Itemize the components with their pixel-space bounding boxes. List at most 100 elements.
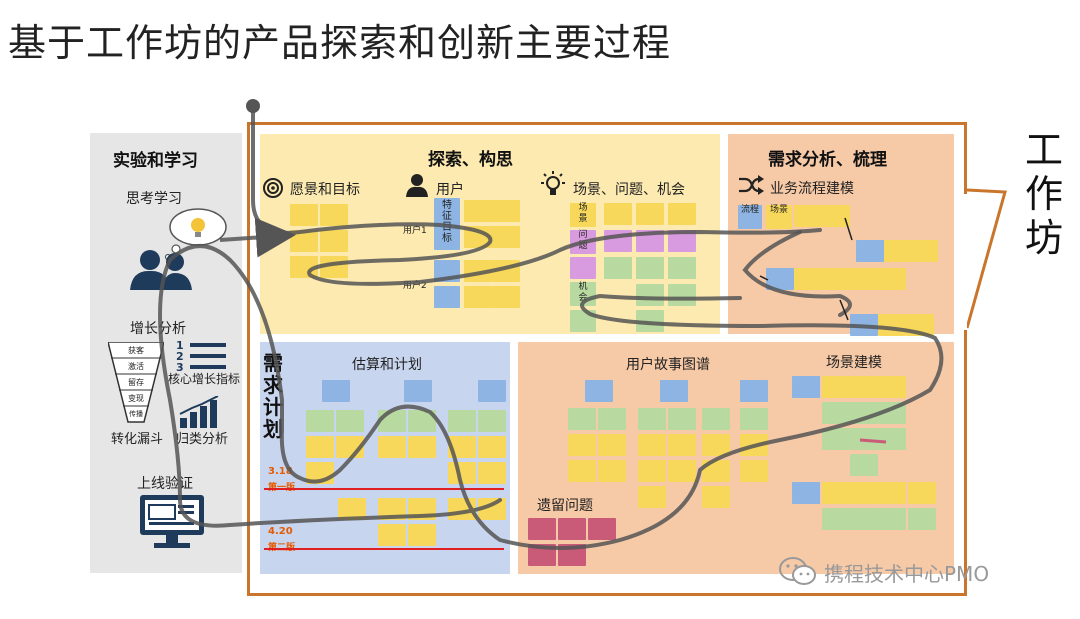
workshop-callout <box>955 188 1007 330</box>
funnel-stage: 激活 <box>128 362 144 371</box>
flow-model-label: 业务流程建模 <box>770 181 854 197</box>
sticky-note <box>478 380 506 402</box>
sticky-note <box>668 257 696 279</box>
numbered-list-icon: 1 2 3 <box>176 339 226 372</box>
sticky-note <box>878 508 906 530</box>
sticky-note <box>822 508 850 530</box>
legacy-note <box>588 518 616 540</box>
sticky-note <box>306 410 334 432</box>
release2-date: 4.20 <box>268 526 293 537</box>
sticky-note <box>850 268 878 290</box>
sticky-note <box>448 462 476 484</box>
vision-label: 愿景和目标 <box>290 182 360 198</box>
sticky-note <box>878 482 906 504</box>
sticky-note <box>638 434 666 456</box>
scene-model-label: 场景建模 <box>826 355 882 371</box>
sticky-note <box>878 428 906 450</box>
sticky-note <box>492 200 520 222</box>
sticky-note <box>740 408 768 430</box>
sticky-note <box>598 460 626 482</box>
scenario-label: 场景、问题、机会 <box>573 182 685 198</box>
svg-text:2: 2 <box>176 350 184 363</box>
scene-note <box>570 203 596 227</box>
sticky-note <box>822 376 850 398</box>
sticky-note <box>408 410 436 432</box>
sticky-note <box>702 434 730 456</box>
sticky-note <box>568 434 596 456</box>
sticky-note <box>322 380 350 402</box>
sticky-note <box>668 460 696 482</box>
sticky-note <box>492 226 520 248</box>
attribution-label: 归类分析 <box>176 432 229 447</box>
user-icon <box>406 174 428 197</box>
sticky-note <box>568 460 596 482</box>
sticky-note <box>850 508 878 530</box>
sticky-note <box>822 482 850 504</box>
sticky-note <box>568 408 596 430</box>
sticky-note <box>856 240 884 262</box>
problem-note-text: 问题 <box>578 230 588 251</box>
funnel-icon <box>108 342 164 423</box>
sticky-note <box>408 436 436 458</box>
sticky-note <box>792 482 820 504</box>
sticky-note <box>884 240 912 262</box>
sticky-note <box>570 257 596 279</box>
sticky-note <box>290 204 318 226</box>
flow-note <box>738 205 762 229</box>
estimate-label: 估算和计划 <box>352 357 422 373</box>
funnel-stage: 传播 <box>129 410 143 418</box>
sticky-note <box>585 380 613 402</box>
story-map-label: 用户故事图谱 <box>626 357 710 373</box>
chance-note-text: 机会 <box>578 282 588 303</box>
sticky-note <box>878 268 906 290</box>
sticky-note <box>478 498 506 520</box>
monitor-icon <box>140 495 204 548</box>
funnel-stage: 变现 <box>128 394 144 403</box>
target-icon <box>263 178 283 198</box>
sticky-note <box>478 462 506 484</box>
sticky-note <box>434 286 460 308</box>
sticky-note <box>306 436 334 458</box>
lightbulb-icon <box>541 171 565 195</box>
sticky-note <box>822 402 850 424</box>
watermark: 携程技术中心PMO <box>824 562 990 586</box>
analysis-scene-note <box>766 205 792 229</box>
sticky-note <box>668 434 696 456</box>
sticky-note <box>604 257 632 279</box>
sticky-note <box>822 268 850 290</box>
sticky-note <box>478 436 506 458</box>
sticky-note <box>878 376 906 398</box>
shuffle-icon <box>739 175 764 195</box>
sticky-note <box>638 460 666 482</box>
sticky-note <box>702 486 730 508</box>
release1-date: 3.18 <box>268 466 293 477</box>
sticky-note <box>464 286 492 308</box>
sticky-note <box>478 410 506 432</box>
sticky-note <box>638 408 666 430</box>
sticky-note <box>336 410 364 432</box>
wechat-icon <box>779 557 816 585</box>
scene-note-text: 场景 <box>578 203 588 224</box>
sticky-note <box>668 203 696 225</box>
sticky-note <box>794 205 822 227</box>
analysis-scene-note-text: 场景 <box>769 205 788 215</box>
sticky-note <box>290 230 318 252</box>
sticky-note <box>448 410 476 432</box>
sticky-note <box>636 310 664 332</box>
sticky-note <box>850 402 878 424</box>
sticky-note <box>794 268 822 290</box>
sticky-note <box>660 380 688 402</box>
explore-heading: 探索、构思 <box>428 150 513 170</box>
funnel-stage: 留存 <box>128 378 144 387</box>
sticky-note <box>408 524 436 546</box>
sticky-note <box>464 226 492 248</box>
people-thinking-icon <box>130 208 227 290</box>
sticky-note <box>740 380 768 402</box>
analysis-heading: 需求分析、梳理 <box>768 150 887 170</box>
sticky-note <box>792 376 820 398</box>
legacy-note <box>528 518 556 540</box>
sticky-note <box>404 380 432 402</box>
flow-note-text: 流程 <box>741 205 760 215</box>
sticky-note <box>464 200 492 222</box>
